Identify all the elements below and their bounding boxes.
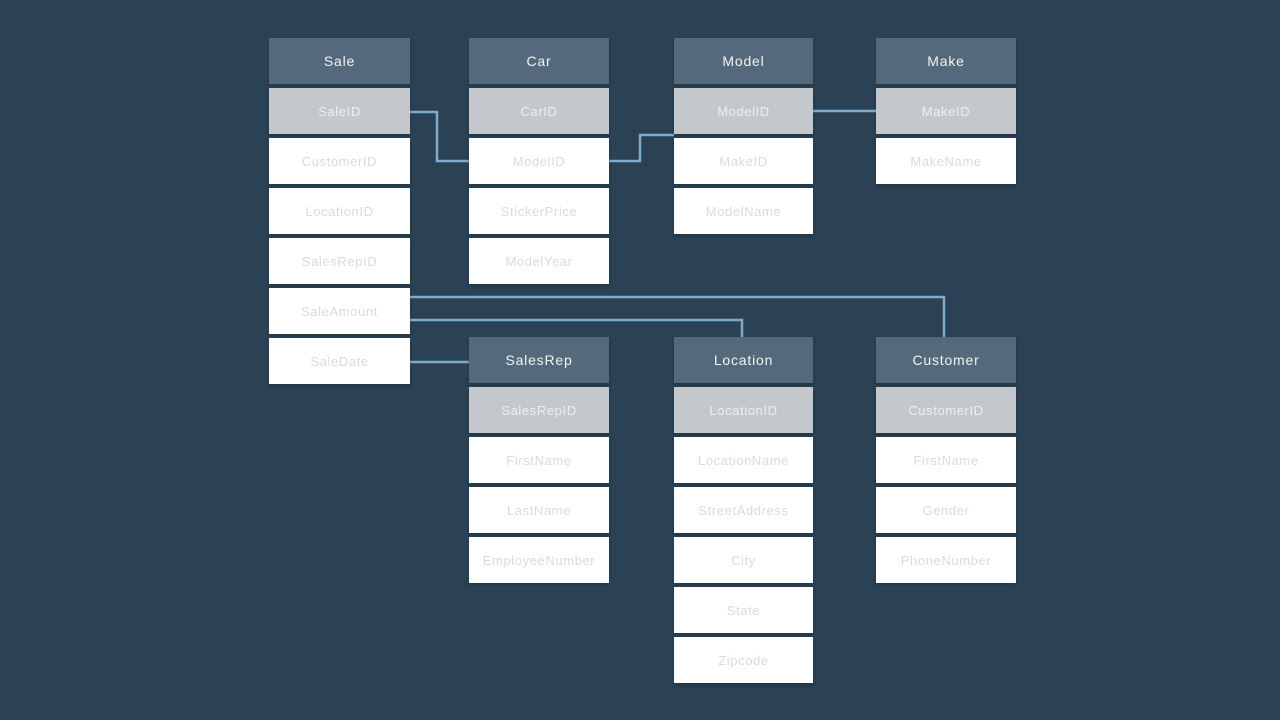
field-row-salesrep-salesrepid-key: SalesRepID <box>469 387 609 433</box>
table-title-sale: Sale <box>269 38 410 84</box>
field-row-location-zipcode: Zipcode <box>674 637 813 683</box>
field-row-customer-firstname: FirstName <box>876 437 1016 483</box>
field-row-customer-gender: Gender <box>876 487 1016 533</box>
field-row-car-carid-key: CarID <box>469 88 609 134</box>
table-title-model: Model <box>674 38 813 84</box>
table-title-location: Location <box>674 337 813 383</box>
field-row-car-modelid: ModelID <box>469 138 609 184</box>
field-row-sale-salesrepid: SalesRepID <box>269 238 410 284</box>
connector-car-modelid-to-model-modelid <box>609 133 674 163</box>
table-title-make: Make <box>876 38 1016 84</box>
table-title-customer: Customer <box>876 337 1016 383</box>
field-row-location-city: City <box>674 537 813 583</box>
field-row-location-state: State <box>674 587 813 633</box>
field-row-model-makeid: MakeID <box>674 138 813 184</box>
field-row-sale-saledate: SaleDate <box>269 338 410 384</box>
field-row-location-locationid-key: LocationID <box>674 387 813 433</box>
field-row-model-modelname: ModelName <box>674 188 813 234</box>
field-row-model-modelid-key: ModelID <box>674 88 813 134</box>
field-row-sale-saleid-key: SaleID <box>269 88 410 134</box>
connector-sale-saleamount-to-location <box>410 318 744 338</box>
field-row-make-makeid-key: MakeID <box>876 88 1016 134</box>
table-title-car: Car <box>469 38 609 84</box>
field-row-customer-customerid-key: CustomerID <box>876 387 1016 433</box>
connector-sale-saleamount-to-customer <box>410 295 946 338</box>
field-row-location-locationname: LocationName <box>674 437 813 483</box>
field-row-car-stickerprice: StickerPrice <box>469 188 609 234</box>
field-row-car-modelyear: ModelYear <box>469 238 609 284</box>
connector-sale-saleid-to-car-modelid <box>405 110 469 163</box>
field-row-salesrep-lastname: LastName <box>469 487 609 533</box>
field-row-make-makename: MakeName <box>876 138 1016 184</box>
field-row-sale-saleamount: SaleAmount <box>269 288 410 334</box>
field-row-sale-locationid: LocationID <box>269 188 410 234</box>
field-row-location-streetaddress: StreetAddress <box>674 487 813 533</box>
field-row-salesrep-employeenumber: EmployeeNumber <box>469 537 609 583</box>
table-title-salesrep: SalesRep <box>469 337 609 383</box>
field-row-salesrep-firstname: FirstName <box>469 437 609 483</box>
field-row-customer-phonenumber: PhoneNumber <box>876 537 1016 583</box>
field-row-sale-customerid: CustomerID <box>269 138 410 184</box>
